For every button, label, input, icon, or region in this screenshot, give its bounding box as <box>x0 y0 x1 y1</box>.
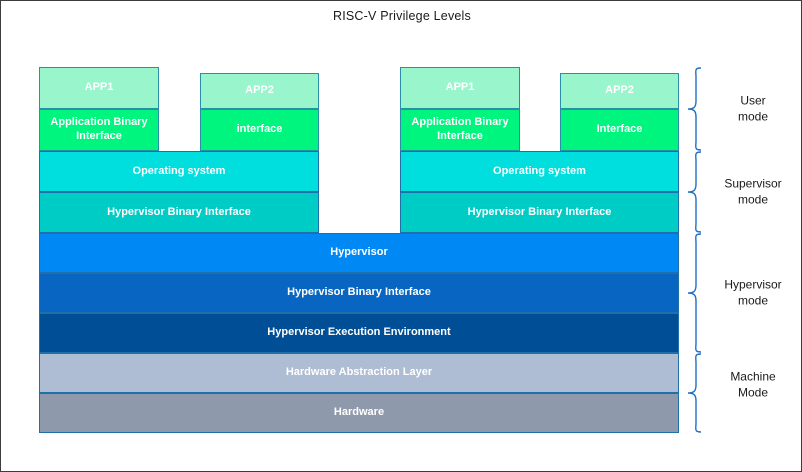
right-hypervisor-binary-interface-box: Hypervisor Binary Interface <box>400 192 679 233</box>
hardware-layer: Hardware <box>39 393 679 433</box>
hypervisor-mode-brace <box>687 233 703 353</box>
supervisor-mode-label: Supervisor mode <box>711 176 795 207</box>
user-mode-brace <box>687 67 703 151</box>
hypervisor-mode-label-line1: Hypervisor <box>724 277 782 292</box>
user-mode-label-line2: mode <box>737 109 769 123</box>
hypervisor-mode-label: Hypervisor mode <box>711 277 795 308</box>
left-app2-interface-box: interface <box>200 109 319 151</box>
machine-mode-label-line2: Mode <box>737 385 769 399</box>
right-app1-interface-box: Application Binary Interface <box>400 109 520 151</box>
hypervisor-execution-environment-layer: Hypervisor Execution Environment <box>39 313 679 353</box>
machine-mode-label: Machine Mode <box>711 369 795 400</box>
left-app1-box: APP1 <box>39 67 159 109</box>
supervisor-mode-label-line1: Supervisor <box>724 176 782 191</box>
hypervisor-mode-label-line2: mode <box>737 293 769 307</box>
hardware-abstraction-layer: Hardware Abstraction Layer <box>39 353 679 393</box>
machine-mode-brace <box>687 353 703 433</box>
hypervisor-layer: Hypervisor <box>39 233 679 273</box>
right-app2-box: APP2 <box>560 73 679 109</box>
hypervisor-binary-interface-layer: Hypervisor Binary Interface <box>39 273 679 313</box>
left-app2-box: APP2 <box>200 73 319 109</box>
page-title: RISC-V Privilege Levels <box>333 9 471 23</box>
right-app1-box: APP1 <box>400 67 520 109</box>
supervisor-mode-label-line2: mode <box>737 192 769 206</box>
left-app1-interface-box: Application Binary Interface <box>39 109 159 151</box>
right-operating-system-box: Operating system <box>400 151 679 192</box>
left-operating-system-box: Operating system <box>39 151 319 192</box>
user-mode-label: User mode <box>711 93 795 124</box>
supervisor-mode-brace <box>687 151 703 233</box>
left-hypervisor-binary-interface-box: Hypervisor Binary Interface <box>39 192 319 233</box>
machine-mode-label-line1: Machine <box>730 369 776 384</box>
user-mode-label-line1: User <box>740 93 766 108</box>
right-app2-interface-box: Interface <box>560 109 679 151</box>
